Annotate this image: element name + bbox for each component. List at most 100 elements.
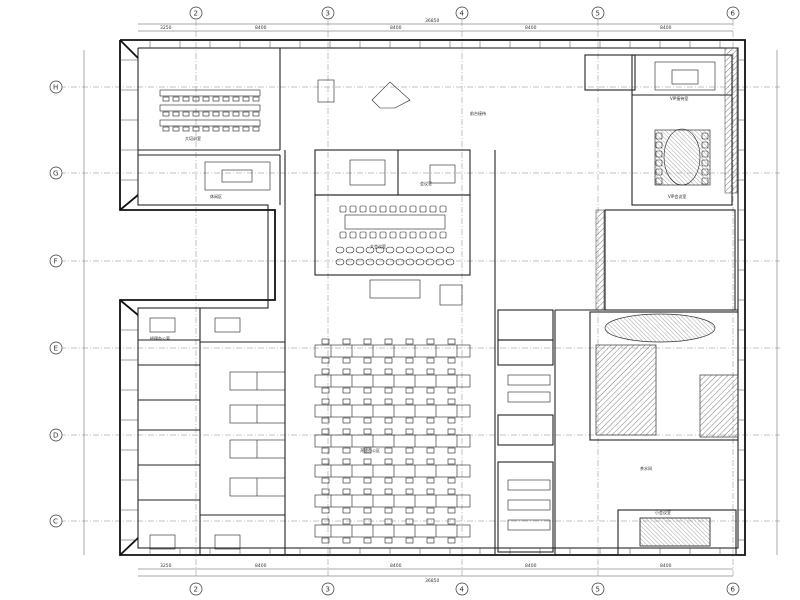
chair-icon	[363, 428, 372, 435]
chair-icon	[384, 387, 393, 394]
axis-label: 3	[326, 10, 330, 18]
chair-icon	[363, 368, 372, 375]
chair-icon	[405, 507, 414, 514]
axis-label: E	[54, 345, 58, 353]
chair-icon	[384, 338, 393, 345]
vip-meeting-table	[663, 128, 701, 186]
chair-icon	[232, 126, 240, 132]
chair-icon	[426, 398, 435, 405]
chair-icon	[232, 96, 240, 102]
sofa-set	[204, 161, 271, 191]
chair-icon	[426, 537, 435, 544]
chair-icon	[426, 387, 435, 394]
chair-icon	[405, 368, 414, 375]
chair-icon	[655, 132, 663, 140]
chair-icon	[384, 447, 393, 454]
chair-icon	[655, 168, 663, 176]
manager-desk	[149, 534, 176, 550]
chair-icon	[384, 357, 393, 364]
chair-icon	[426, 507, 435, 514]
chair-icon	[384, 398, 393, 405]
building-outline	[119, 39, 746, 556]
hatched-areas	[595, 47, 739, 547]
furniture	[149, 61, 716, 550]
chair-icon	[172, 111, 180, 117]
room-label: VIP会议室	[668, 193, 686, 199]
room-label: 开放办公区	[360, 447, 380, 453]
chair-icon	[359, 205, 367, 213]
training-desk	[159, 104, 261, 112]
chair-icon	[321, 447, 330, 454]
chair-icon	[384, 507, 393, 514]
chair-icon	[655, 150, 663, 158]
chair-icon	[426, 488, 435, 495]
chair-icon	[212, 96, 220, 102]
chair-icon	[375, 246, 385, 254]
chair-icon	[375, 258, 385, 266]
chair-icon	[447, 447, 456, 454]
chair-icon	[405, 428, 414, 435]
chair-icon	[182, 126, 190, 132]
chair-icon	[335, 246, 345, 254]
training-desk	[159, 89, 261, 97]
chair-icon	[426, 458, 435, 465]
chair-icon	[447, 338, 456, 345]
chair-icon	[321, 387, 330, 394]
chair-icon	[222, 126, 230, 132]
workstation-row	[314, 404, 471, 418]
chair-icon	[321, 507, 330, 514]
grid-lines	[60, 20, 780, 578]
chair-icon	[363, 417, 372, 424]
chair-icon	[342, 507, 351, 514]
room-label: 小会议室	[655, 509, 671, 515]
dimension-segment: 8400	[255, 25, 267, 31]
room-label: 经理办公室	[150, 335, 170, 341]
chair-icon	[384, 417, 393, 424]
chair-icon	[399, 205, 407, 213]
chair-icon	[342, 387, 351, 394]
chair-icon	[384, 518, 393, 525]
workstation-row	[314, 344, 471, 358]
chair-icon	[222, 96, 230, 102]
axis-label: 6	[731, 10, 736, 18]
chair-icon	[384, 477, 393, 484]
chair-icon	[409, 231, 417, 239]
chair-icon	[405, 458, 414, 465]
axis-label: 2	[194, 10, 198, 18]
chair-icon	[349, 231, 357, 239]
chair-icon	[339, 231, 347, 239]
workstation-row	[314, 374, 471, 388]
chair-icon	[363, 338, 372, 345]
chair-icon	[345, 258, 355, 266]
window-marks	[120, 40, 745, 555]
chair-icon	[339, 205, 347, 213]
chair-icon	[447, 537, 456, 544]
chair-icon	[405, 357, 414, 364]
chair-icon	[321, 417, 330, 424]
chair-icon	[252, 126, 260, 132]
office-desk-cluster	[229, 404, 286, 424]
chair-icon	[363, 398, 372, 405]
chair-icon	[385, 246, 395, 254]
chair-icon	[321, 368, 330, 375]
chair-icon	[202, 111, 210, 117]
chair-icon	[384, 428, 393, 435]
chair-icon	[321, 338, 330, 345]
chair-icon	[447, 488, 456, 495]
chair-icon	[447, 518, 456, 525]
column-axis-bottom	[189, 582, 740, 596]
chair-icon	[252, 96, 260, 102]
axis-label: 4	[460, 586, 465, 594]
desk	[507, 519, 551, 531]
chair-icon	[395, 258, 405, 266]
workstation-row	[314, 434, 471, 448]
chair-icon	[342, 518, 351, 525]
chair-icon	[172, 96, 180, 102]
chair-icon	[192, 111, 200, 117]
chair-icon	[162, 96, 170, 102]
partitions	[138, 48, 739, 556]
chair-icon	[389, 231, 397, 239]
dimension-segment: 3250	[160, 25, 172, 31]
chair-icon	[701, 177, 709, 185]
